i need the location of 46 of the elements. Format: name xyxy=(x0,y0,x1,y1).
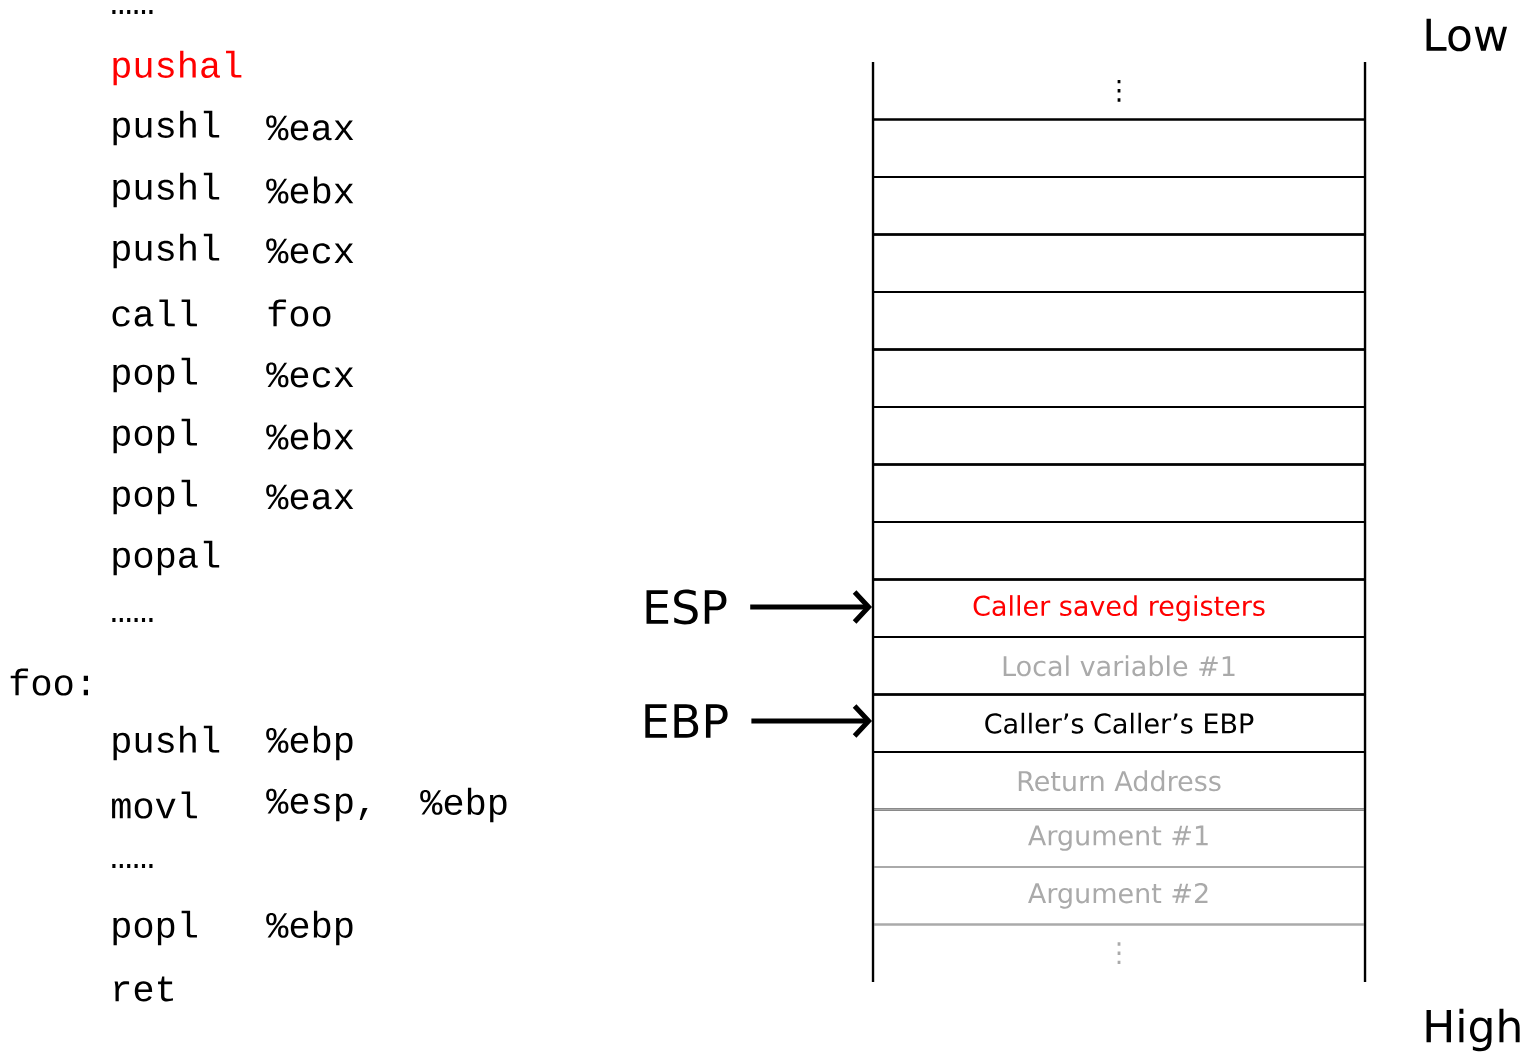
code-text: %ebx xyxy=(266,422,354,450)
stack-cell: Caller saved registers xyxy=(872,578,1366,638)
code-text: ret xyxy=(114,976,173,1002)
code-text: foo: xyxy=(10,668,88,696)
stack-cell xyxy=(872,521,1366,581)
code-text: popl xyxy=(113,910,197,946)
code-text: %eax xyxy=(266,115,354,141)
code-text: …… xyxy=(112,618,153,622)
stack-cell: ⋮ xyxy=(1117,942,1121,965)
code-text: %ebp xyxy=(420,787,507,823)
arrow xyxy=(751,704,872,738)
code-text: %ebp xyxy=(266,910,353,946)
stack-cell xyxy=(872,406,1366,466)
stack-cell: Caller’s Caller’s EBP xyxy=(872,693,1366,753)
code-text: popal xyxy=(113,540,220,576)
stack-cell: ⋮ xyxy=(1117,79,1121,102)
address-label: High xyxy=(1426,1008,1520,1052)
code-text: …… xyxy=(112,10,153,14)
code-text: movl xyxy=(112,791,197,819)
code-text: %ecx xyxy=(266,238,354,264)
code-text: %ebx xyxy=(266,176,354,204)
pointer-label: EBP xyxy=(645,704,728,738)
stack-cell xyxy=(872,176,1366,236)
code-text: pushl xyxy=(113,110,220,146)
code-text: %ecx xyxy=(266,362,354,388)
code-text: pushal xyxy=(113,50,242,86)
arrow xyxy=(750,590,872,624)
code-text: %ebp xyxy=(266,725,353,761)
code-text: foo xyxy=(268,299,331,327)
stack-cell xyxy=(872,291,1366,351)
stack-cell: Argument #2 xyxy=(872,866,1366,926)
code-text: pushl xyxy=(113,233,220,269)
code-text: %esp, xyxy=(266,788,368,822)
code-text: popl xyxy=(113,479,197,515)
code-text: popl xyxy=(113,357,197,393)
code-text: %eax xyxy=(266,484,354,510)
code-text: …… xyxy=(112,864,153,868)
code-text: call xyxy=(112,299,197,327)
code-text: popl xyxy=(113,418,197,454)
stack-cell: Argument #1 xyxy=(872,808,1366,868)
code-text: pushl xyxy=(113,172,220,208)
address-label: Low xyxy=(1426,18,1508,52)
stack-cell: Return Address xyxy=(872,751,1366,811)
stack-cell: Local variable #1 xyxy=(872,636,1366,696)
pointer-label: ESP xyxy=(646,589,727,625)
code-text: pushl xyxy=(113,725,220,761)
